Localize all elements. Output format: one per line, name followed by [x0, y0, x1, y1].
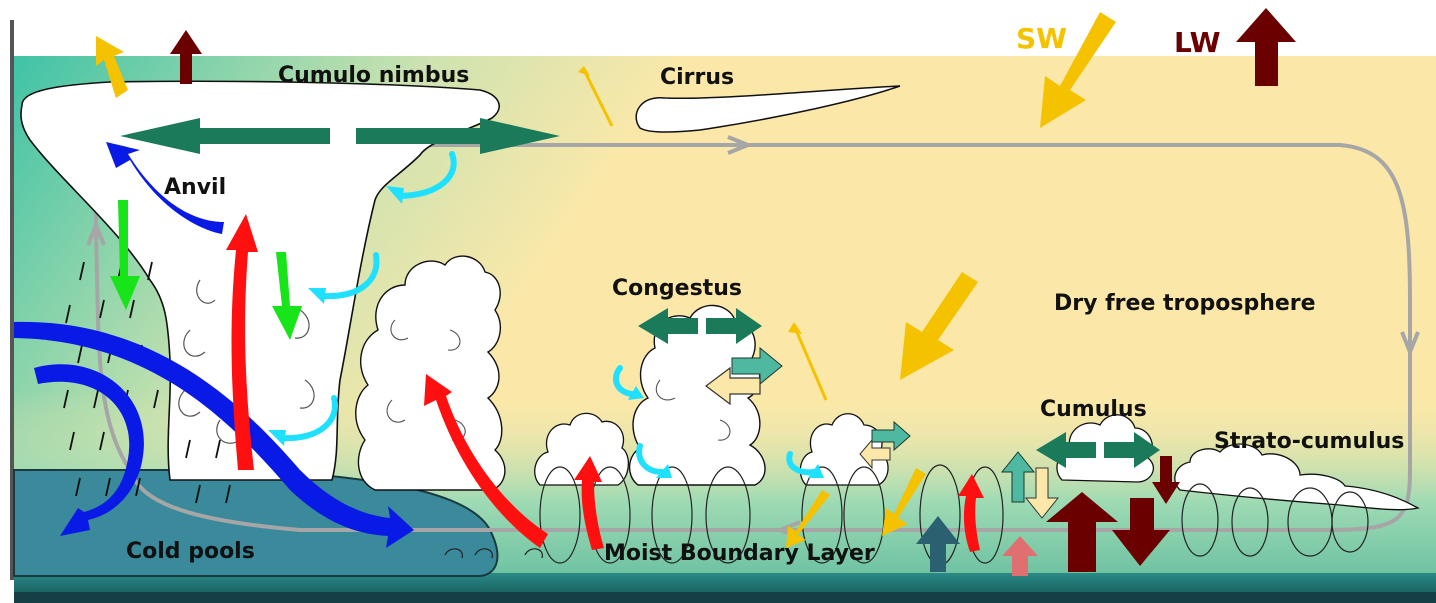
label-boundary-layer: Moist Boundary Layer [604, 541, 875, 566]
label-cumulonimbus: Cumulo nimbus [278, 63, 469, 88]
label-cirrus: Cirrus [660, 65, 734, 90]
label-lw: LW [1174, 26, 1221, 59]
label-congestus: Congestus [612, 276, 742, 301]
label-anvil: Anvil [164, 175, 226, 200]
label-dry-troposphere: Dry free troposphere [1054, 291, 1316, 316]
label-sw: SW [1016, 22, 1067, 55]
label-stratocumulus: Strato-cumulus [1214, 429, 1404, 454]
label-cumulus: Cumulus [1040, 397, 1147, 422]
label-cold-pools: Cold pools [126, 539, 255, 564]
